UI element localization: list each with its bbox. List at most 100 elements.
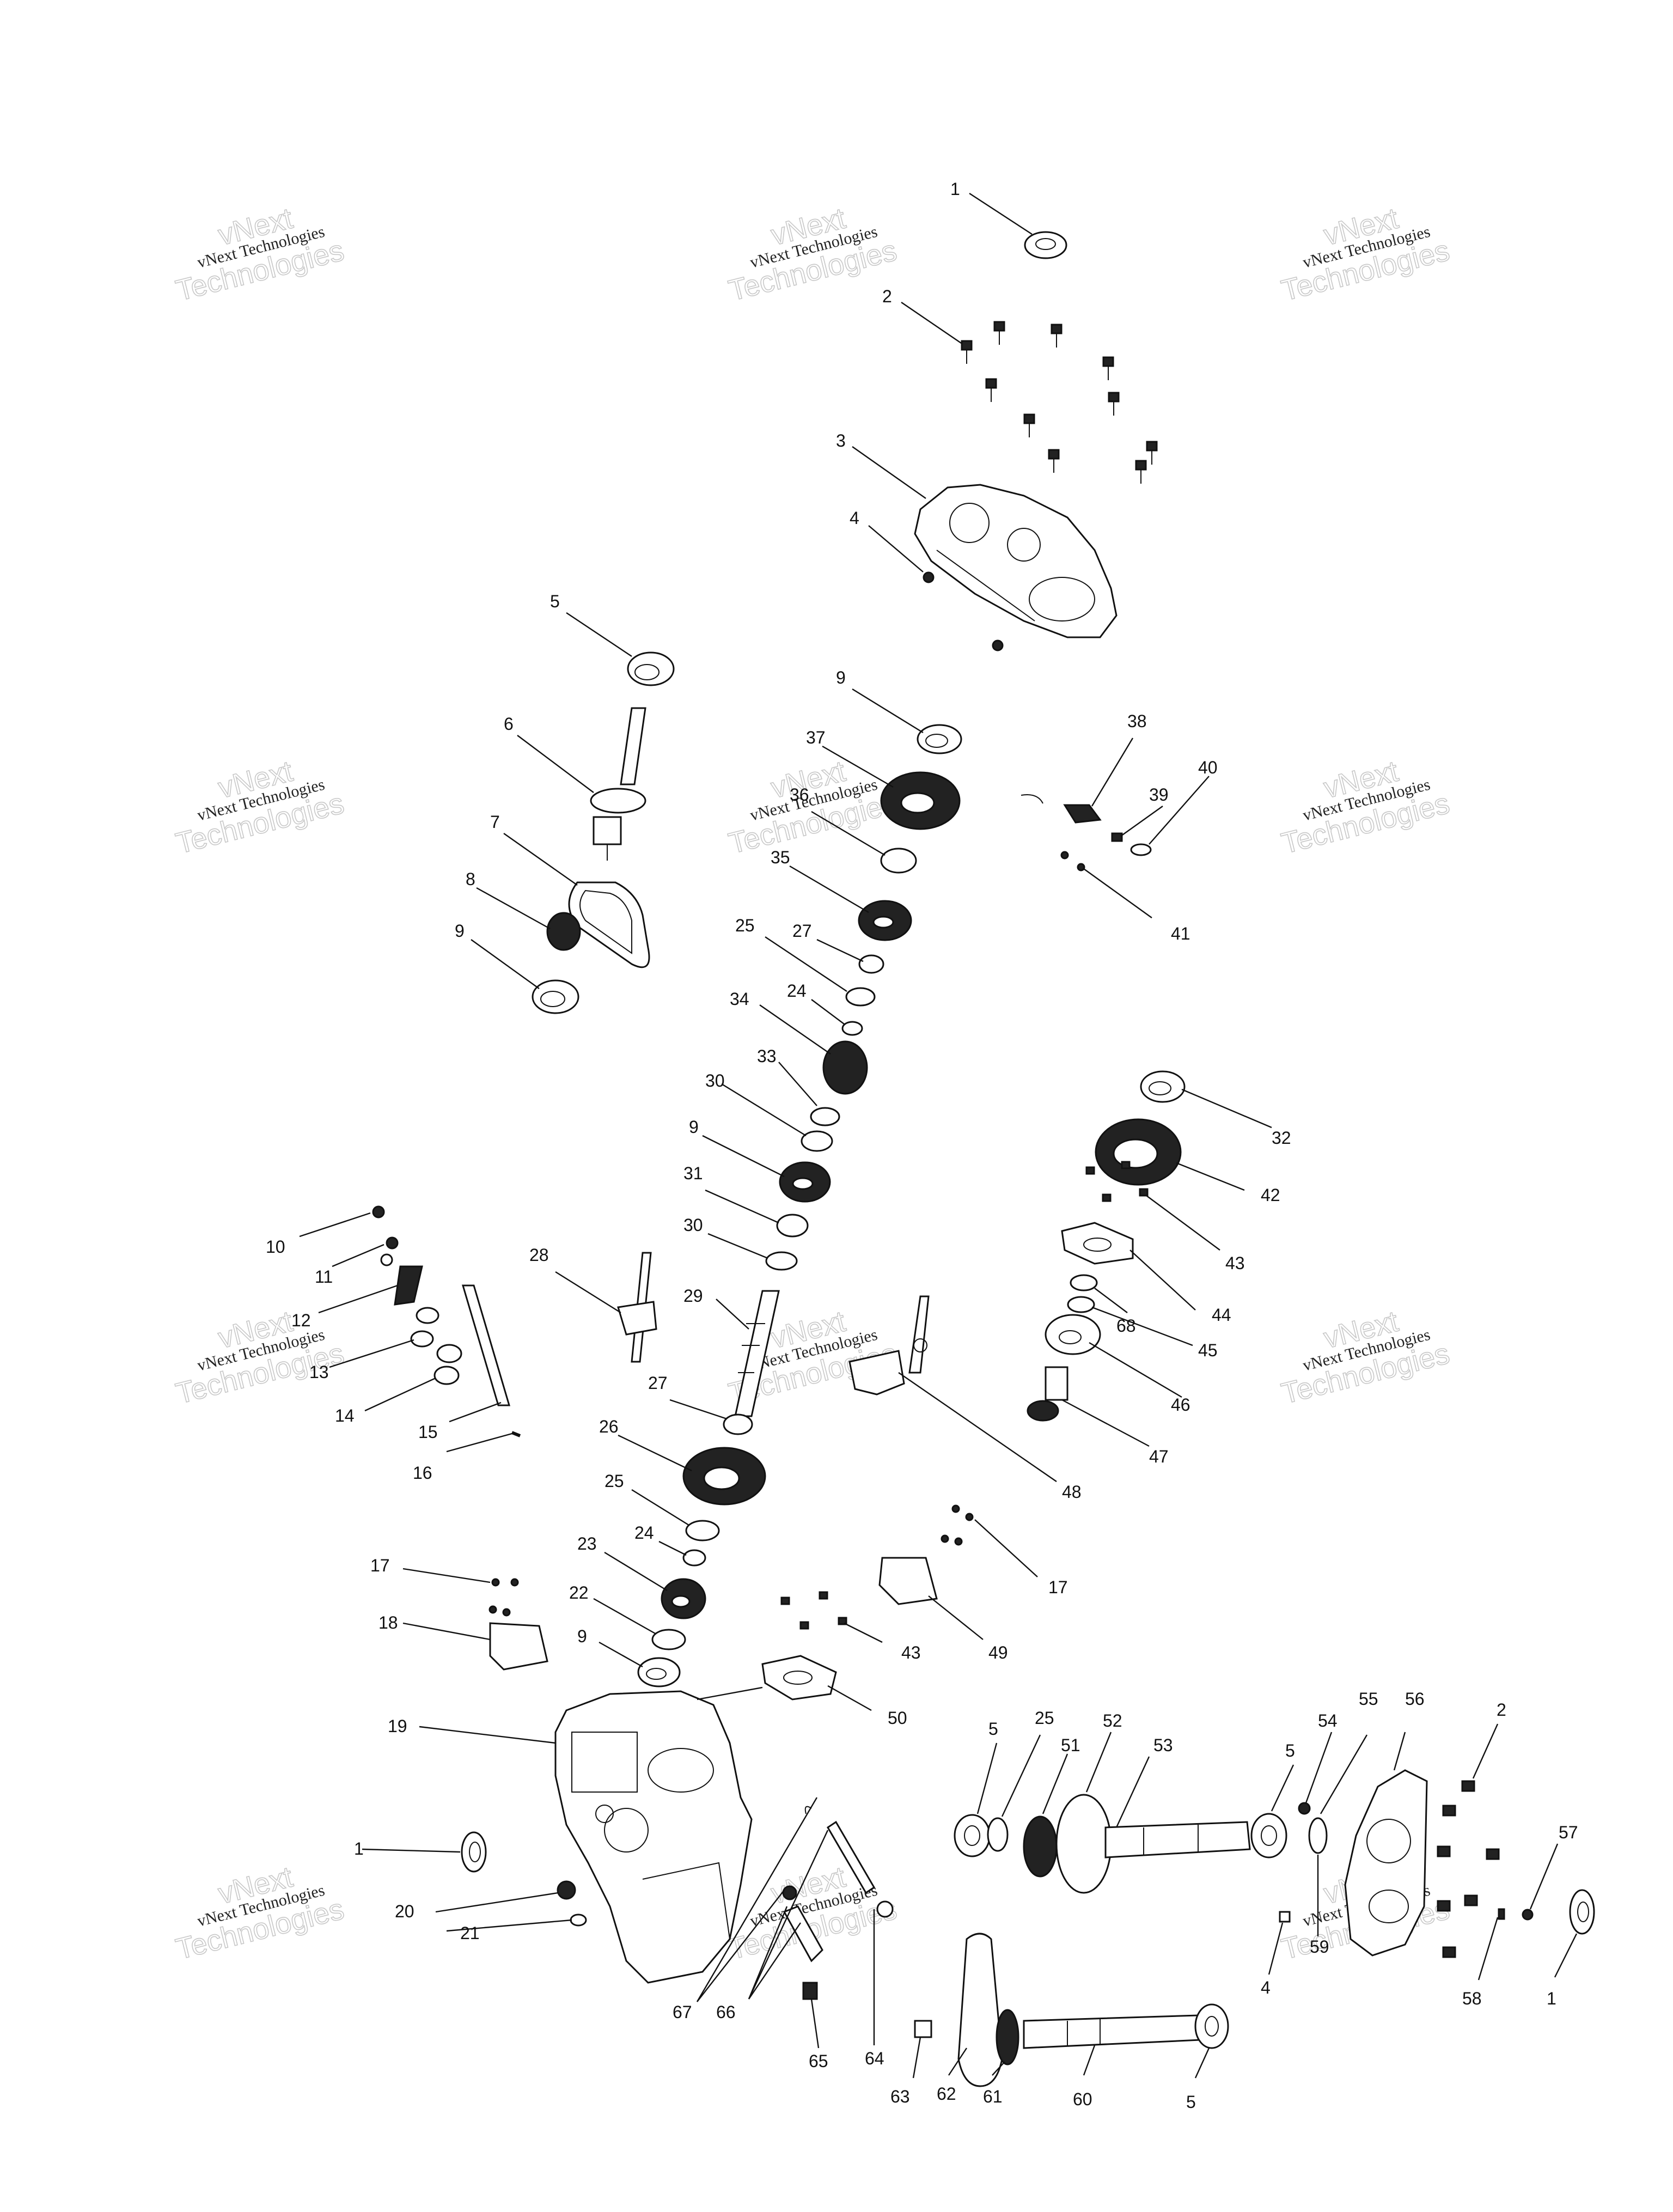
- sprocket-part: [1023, 1815, 1058, 1878]
- washer-part: [1067, 1296, 1095, 1313]
- spacer-part: [914, 2020, 932, 2038]
- callout-label: 10: [266, 1237, 285, 1257]
- bracket-part: [1021, 794, 1152, 872]
- callout-label: 5: [1186, 2092, 1196, 2112]
- callout-label: 6: [504, 714, 514, 734]
- plug-part: [1279, 1911, 1291, 1923]
- washer-part: [570, 1914, 587, 1927]
- plug-part: [923, 571, 935, 583]
- bolt-cluster: [780, 1591, 847, 1630]
- watermark: vNext vNext Technologies Technologies: [1278, 1305, 1453, 1411]
- callout-label: 53: [1153, 1735, 1173, 1755]
- washer-part: [682, 1549, 706, 1567]
- callout-label: 24: [634, 1523, 654, 1543]
- shaft-part: [1023, 2014, 1202, 2049]
- gear-part: [779, 1161, 831, 1203]
- callout-label: 36: [790, 785, 809, 805]
- callout-label: 17: [1048, 1577, 1068, 1597]
- callout-label: 5: [550, 592, 560, 611]
- callout-label: 28: [529, 1245, 549, 1265]
- watermark: vNext vNext Technologies Technologies: [725, 202, 900, 308]
- shift-arm-part: [782, 1806, 894, 2000]
- washer-part: [765, 1251, 798, 1271]
- callout-label: 19: [388, 1716, 407, 1736]
- pinion-part: [822, 1040, 868, 1095]
- callout-label: 50: [888, 1708, 907, 1728]
- bearing-part: [1140, 1070, 1186, 1103]
- gear-part: [661, 1578, 706, 1619]
- housing-part: [554, 1690, 753, 1984]
- bearing-part: [627, 651, 675, 686]
- bearing-part: [917, 724, 962, 754]
- washer-part: [1070, 1274, 1098, 1291]
- callout-label: 38: [1127, 711, 1147, 731]
- callout-label: 9: [836, 668, 846, 687]
- callout-label: 32: [1272, 1128, 1291, 1148]
- callout-label: 65: [809, 2051, 828, 2071]
- washer-part: [651, 1629, 686, 1650]
- callout-label: 9: [455, 921, 465, 941]
- callout-label: 60: [1073, 2089, 1092, 2109]
- bearing-part: [1045, 1314, 1101, 1355]
- bearing-part: [637, 1657, 681, 1687]
- watermark: vNext vNext Technologies Technologies: [172, 202, 347, 308]
- callout-label: 16: [413, 1463, 432, 1483]
- callout-label: 33: [757, 1046, 777, 1066]
- callout-label: 18: [378, 1613, 398, 1632]
- parts-artwork: [372, 231, 1595, 2087]
- ring-gear-part: [1095, 1118, 1182, 1186]
- leader-lines: [299, 192, 1578, 2079]
- callout-label: 26: [599, 1417, 619, 1436]
- callout-label: 43: [901, 1643, 921, 1662]
- shaft-part: [590, 707, 646, 861]
- washer-part: [776, 1214, 809, 1238]
- callout-label: 8: [466, 869, 475, 889]
- callout-label: 39: [1149, 785, 1169, 805]
- callout-label: 55: [1359, 1689, 1378, 1709]
- callout-label: 17: [370, 1556, 390, 1575]
- callout-label: 1: [1547, 1989, 1556, 2008]
- callout-label: 30: [705, 1071, 725, 1090]
- callout-label: 1: [354, 1839, 364, 1858]
- callout-label: 11: [315, 1267, 333, 1287]
- shaft-part: [734, 1290, 780, 1417]
- seal-part: [1569, 1889, 1595, 1935]
- callout-label: 66: [716, 2002, 736, 2022]
- side-cover-part: [1344, 1769, 1428, 1957]
- washer-part: [845, 987, 876, 1007]
- callout-label: 34: [730, 989, 749, 1009]
- callout-label: 63: [890, 2087, 910, 2106]
- callout-label: 48: [1062, 1482, 1082, 1502]
- rod-part: [461, 1284, 511, 1406]
- shift-lever-part: [372, 1205, 462, 1385]
- callout-label: 23: [577, 1534, 597, 1553]
- bearing-part: [954, 1814, 991, 1857]
- chain-part: [568, 881, 650, 968]
- callout-label: 67: [673, 2002, 692, 2022]
- callout-label: 49: [988, 1643, 1008, 1662]
- callout-label: 37: [806, 728, 826, 747]
- washer-part: [685, 1520, 720, 1541]
- callout-label: 25: [605, 1471, 624, 1491]
- callout-label: 61: [983, 2087, 1003, 2106]
- washer-part: [880, 848, 917, 874]
- callout-label: 64: [865, 2049, 884, 2068]
- o-ring-part: [1308, 1817, 1328, 1854]
- callout-label: 9: [577, 1626, 587, 1646]
- carrier-part: [761, 1655, 837, 1701]
- sprocket-part: [546, 912, 581, 951]
- cover-part: [914, 484, 1118, 638]
- callout-label: 24: [787, 981, 807, 1001]
- plug-part: [1298, 1802, 1311, 1815]
- callout-label: 43: [1225, 1253, 1245, 1273]
- shift-fork-part: [617, 1252, 657, 1363]
- gear-part: [858, 900, 912, 941]
- pin-part: [511, 1431, 521, 1437]
- callout-label: 14: [335, 1406, 355, 1425]
- callout-label: 22: [569, 1583, 589, 1602]
- callout-label: 4: [1261, 1978, 1271, 1997]
- callout-label: 59: [1310, 1937, 1329, 1957]
- fitting-part: [1522, 1909, 1534, 1921]
- bolt-cluster: [961, 321, 1158, 484]
- plug-part: [992, 639, 1004, 651]
